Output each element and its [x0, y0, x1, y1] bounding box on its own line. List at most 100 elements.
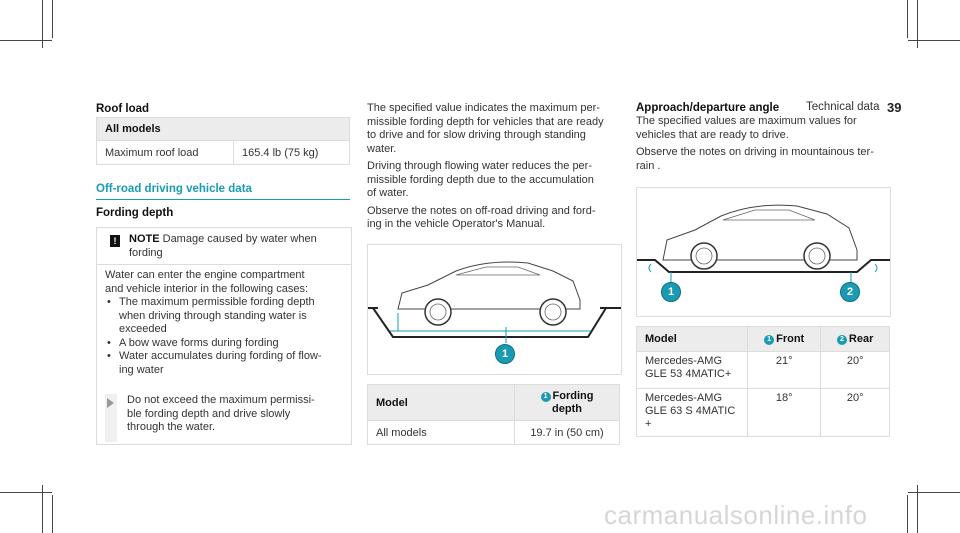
- callout-badge: 2: [836, 335, 847, 345]
- list-item-line: The maximum permissible fording depth: [119, 296, 315, 308]
- crop-mark: [42, 0, 43, 48]
- table-cell: 20°: [820, 351, 890, 389]
- header-text: Fording: [552, 389, 594, 402]
- table-cell: 21°: [746, 351, 822, 389]
- note-text: Damage caused by water when: [162, 233, 317, 245]
- table-cell: 18°: [746, 388, 822, 437]
- crop-mark: [907, 0, 908, 38]
- fording-illustration: 1: [367, 244, 622, 375]
- note-label: NOTE: [129, 233, 160, 245]
- note-header: ! NOTE Damage caused by water when fordi…: [97, 228, 351, 265]
- table-cell: Maximum roof load: [96, 140, 234, 165]
- list-item-line: when driving through standing water is: [119, 309, 307, 322]
- action-line: ble fording depth and drive slowly: [127, 407, 291, 420]
- crop-mark: [0, 492, 52, 493]
- table-header: Model: [636, 326, 748, 352]
- cell-line: Mercedes-AMG: [645, 355, 723, 367]
- callout-badge: 1: [540, 391, 551, 402]
- callout-badge: 2: [840, 282, 860, 302]
- text-line: rain .: [636, 159, 661, 172]
- table-cell: Mercedes-AMG GLE 63 S 4MATIC +: [636, 388, 748, 437]
- action-line: through the water.: [127, 421, 216, 433]
- list-item-line: exceeded: [119, 323, 167, 335]
- callout-badge: 1: [764, 335, 775, 345]
- table-cell: 165.4 lb (75 kg): [233, 140, 350, 165]
- text-line: Observe the notes on off-road driving an…: [367, 204, 596, 217]
- header-text: depth: [552, 402, 582, 415]
- list-item: The maximum permissible fording depth wh…: [105, 296, 345, 337]
- table-row: Mercedes-AMG GLE 53 4MATIC+ 21° 20°: [636, 351, 890, 389]
- note-title: NOTE Damage caused by water when fording: [129, 233, 317, 260]
- callout-badge: 1: [495, 344, 515, 364]
- text-line: Observe the notes on driving in mountain…: [636, 146, 874, 158]
- note-body-line: and vehicle interior in the following ca…: [105, 282, 309, 295]
- crop-mark: [917, 0, 918, 48]
- page-number: 39: [887, 100, 902, 115]
- note-body-line: Water can enter the engine compartment: [105, 269, 305, 281]
- action-line: Do not exceed the maximum permissi-: [127, 394, 315, 406]
- text-line: missible fording depth for vehicles that…: [367, 115, 604, 128]
- callout-badge: 1: [661, 282, 681, 302]
- crop-mark: [907, 495, 908, 533]
- text-line: vehicles that are ready to drive.: [636, 128, 789, 141]
- list-item-line: ing water: [119, 363, 164, 376]
- action-text: Do not exceed the maximum permissi- ble …: [127, 394, 345, 435]
- warning-icon: !: [110, 235, 120, 247]
- table-cell: Mercedes-AMG GLE 53 4MATIC+: [636, 351, 748, 389]
- crop-mark: [908, 492, 960, 493]
- table-header: Model: [367, 384, 515, 421]
- table-row: Mercedes-AMG GLE 63 S 4MATIC + 18° 20°: [636, 388, 890, 437]
- roof-load-title: Roof load: [96, 103, 150, 115]
- offroad-title: Off-road driving vehicle data: [96, 183, 252, 195]
- crop-mark: [52, 495, 53, 533]
- header-text: Front: [776, 333, 805, 345]
- divider: [96, 199, 350, 200]
- list-item-line: A bow wave forms during fording: [119, 336, 279, 349]
- list-item: A bow wave forms during fording: [105, 337, 345, 351]
- car-angle-drawing: [637, 204, 890, 284]
- cell-line: Mercedes-AMG: [645, 392, 723, 404]
- note-box: ! NOTE Damage caused by water when fordi…: [96, 227, 352, 445]
- section-header: Technical data: [806, 101, 880, 113]
- text-line: of water.: [367, 187, 409, 199]
- header-text: Rear: [848, 333, 874, 345]
- fording-depth-title: Fording depth: [96, 207, 174, 219]
- car-fording-drawing: [368, 261, 621, 343]
- roof-load-table: All models Maximum roof load 165.4 lb (7…: [96, 117, 350, 165]
- crop-mark: [52, 0, 53, 38]
- text-line: Driving through flowing water reduces th…: [367, 160, 593, 172]
- table-cell: 20°: [820, 388, 890, 437]
- arrow-right-icon: [107, 398, 114, 408]
- text-line: missible fording depth due to the accumu…: [367, 173, 594, 186]
- list-item: Water accumulates during fording of flow…: [105, 350, 345, 377]
- list-item-line: Water accumulates during fording of flow…: [119, 350, 322, 362]
- note-text: fording: [129, 246, 163, 259]
- text-line: The specified values are maximum values …: [636, 115, 857, 127]
- cell-line: GLE 53 4MATIC+: [645, 368, 732, 380]
- text-line: ing in the vehicle Operator's Manual.: [367, 218, 546, 230]
- angle-illustration: 1 2: [636, 187, 891, 317]
- table-cell: 19.7 in (50 cm): [514, 420, 620, 445]
- approach-description: The specified values are maximum values …: [636, 115, 894, 173]
- bullet-list: The maximum permissible fording depth wh…: [105, 296, 345, 377]
- text-line: water.: [367, 142, 397, 155]
- crop-mark: [0, 40, 52, 41]
- cell-line: GLE 63 S 4MATIC: [645, 405, 736, 417]
- crop-mark: [917, 485, 918, 533]
- fording-description: The specified value indicates the maximu…: [367, 102, 623, 232]
- table-cell: All models: [367, 420, 515, 445]
- table-header: All models: [96, 117, 350, 141]
- text-line: The specified value indicates the maximu…: [367, 102, 600, 114]
- crop-mark: [908, 40, 960, 41]
- cell-line: +: [645, 418, 652, 430]
- note-body: Water can enter the engine compartment a…: [105, 269, 345, 377]
- text-line: to drive and for slow driving through st…: [367, 129, 586, 141]
- crop-mark: [42, 485, 43, 533]
- approach-departure-title: Approach/departure angle: [636, 102, 780, 114]
- watermark: carmanualsonline.info: [604, 500, 868, 530]
